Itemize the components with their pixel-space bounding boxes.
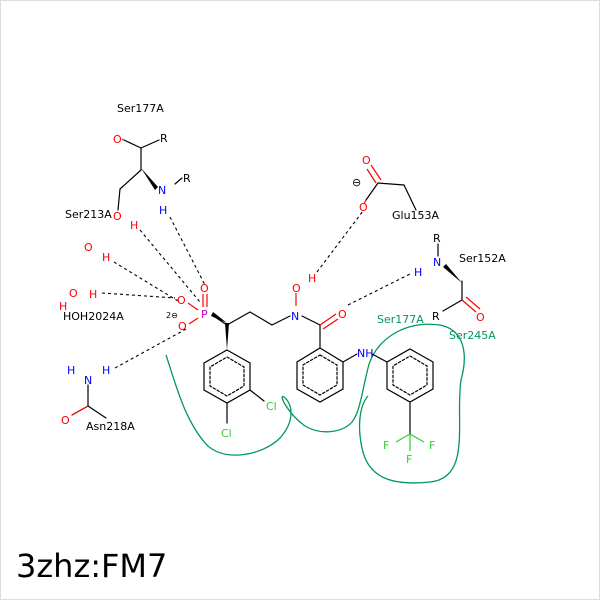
hbond-glu153 — [316, 210, 364, 273]
wedge-ligand-chiral — [225, 323, 229, 350]
residue-label-ser152: Ser152A — [459, 252, 506, 265]
bond — [301, 315, 321, 326]
bond — [363, 199, 367, 205]
hbond-hoh2024 — [101, 292, 176, 299]
r-group: R — [160, 132, 168, 145]
atom-oxygen: O — [113, 210, 122, 223]
ring-aromatic-inner — [302, 354, 338, 396]
atom-oxygen: O — [61, 414, 70, 427]
bond — [174, 177, 183, 185]
bond — [442, 299, 463, 312]
wedge-ser177 — [141, 168, 158, 190]
atom-oxygen: O — [476, 311, 485, 324]
bond-double — [322, 318, 339, 330]
atom-oxygen: O — [113, 133, 122, 146]
residue-label-asn218: Asn218A — [86, 420, 135, 433]
residue-label-ser213: Ser213A — [65, 208, 112, 221]
r-group: R — [183, 172, 191, 185]
atom-hydrogen: H — [89, 288, 97, 301]
hbond-ser177-n — [169, 216, 206, 286]
bond — [119, 169, 142, 190]
bond — [188, 317, 199, 325]
bond-double — [465, 296, 481, 310]
atom-phosphorus: P — [201, 308, 208, 321]
atom-oxygen: O — [178, 320, 187, 333]
hbond-ser177-og — [139, 229, 201, 303]
atom-nitrogen: N — [291, 310, 299, 323]
bond — [140, 139, 160, 149]
wedge-ligand-p — [211, 312, 227, 323]
oxygen-bonds — [71, 138, 481, 416]
bond — [187, 302, 199, 311]
wedge-ser152 — [443, 264, 462, 283]
atom-chlorine: Cl — [266, 400, 277, 413]
ring-aromatic-inner — [209, 356, 245, 397]
bond — [271, 315, 291, 326]
atom-fluorine: F — [406, 453, 412, 466]
residue-label-glu153: Glu153A — [392, 209, 440, 222]
bond — [403, 184, 417, 211]
hbond-ser213-og — [113, 261, 179, 302]
bond — [371, 353, 388, 363]
atom-nitrogen: N — [433, 256, 441, 269]
atom-oxygen: O — [177, 294, 186, 307]
contact-label-ser245: Ser245A — [449, 329, 496, 342]
hbond-asn218 — [114, 327, 189, 369]
contact-label-ser177: Ser177A — [377, 313, 424, 326]
atom-fluorine: F — [383, 439, 389, 452]
bond — [342, 353, 358, 363]
hydrogen-bonds — [101, 210, 413, 369]
bond — [123, 139, 142, 149]
atom-oxygen: O — [200, 282, 209, 295]
bond — [365, 182, 379, 201]
atom-oxygen: O — [84, 241, 93, 254]
residue-label-ser177: Ser177A — [117, 102, 164, 115]
atom-oxygen: O — [362, 154, 371, 167]
atom-amine-nh: NH — [357, 347, 374, 360]
atom-nitrogen: N — [158, 184, 166, 197]
fluorine-bonds — [395, 433, 425, 451]
page-title: 3zhz:FM7 — [16, 547, 168, 585]
bond-double — [366, 168, 377, 184]
bond — [117, 188, 121, 211]
bond-double — [319, 313, 337, 326]
atom-nitrogen: N — [84, 374, 92, 387]
atom-hydrogen: H — [67, 364, 75, 377]
bond-double — [370, 164, 382, 181]
atom-hydrogen: H — [414, 266, 422, 279]
bond — [249, 389, 265, 402]
bond — [395, 433, 411, 443]
atom-fluorine: F — [429, 439, 435, 452]
atom-hydrogen: H — [102, 251, 110, 264]
atom-oxygen: O — [69, 287, 78, 300]
r-group: R — [433, 232, 441, 245]
hydrophobic-contact-curve — [165, 323, 465, 484]
bond — [409, 433, 425, 443]
atom-hydrogen: H — [59, 300, 67, 313]
bond — [377, 182, 405, 186]
bond — [121, 138, 125, 141]
bond — [226, 311, 251, 326]
atom-hydrogen: H — [130, 219, 138, 232]
atom-oxygen: O — [359, 201, 368, 214]
charge-minus-glu153: ⊖ — [352, 176, 361, 189]
atom-oxygen: O — [292, 282, 301, 295]
bond-double — [461, 299, 477, 313]
charge-2minus-phosphonate: 2⊖ — [166, 311, 178, 320]
residue-label-hoh2024: HOH2024A — [63, 310, 124, 323]
atom-chlorine: Cl — [221, 427, 232, 440]
bond — [249, 311, 273, 326]
bond — [87, 405, 107, 419]
bond — [71, 405, 89, 416]
atom-hydrogen: H — [102, 364, 110, 377]
atom-hydrogen: H — [308, 272, 316, 285]
ring-aromatic-inner — [392, 355, 428, 396]
r-group: R — [432, 310, 440, 323]
atom-hydrogen: H — [159, 204, 167, 217]
atom-oxygen: O — [338, 308, 347, 321]
